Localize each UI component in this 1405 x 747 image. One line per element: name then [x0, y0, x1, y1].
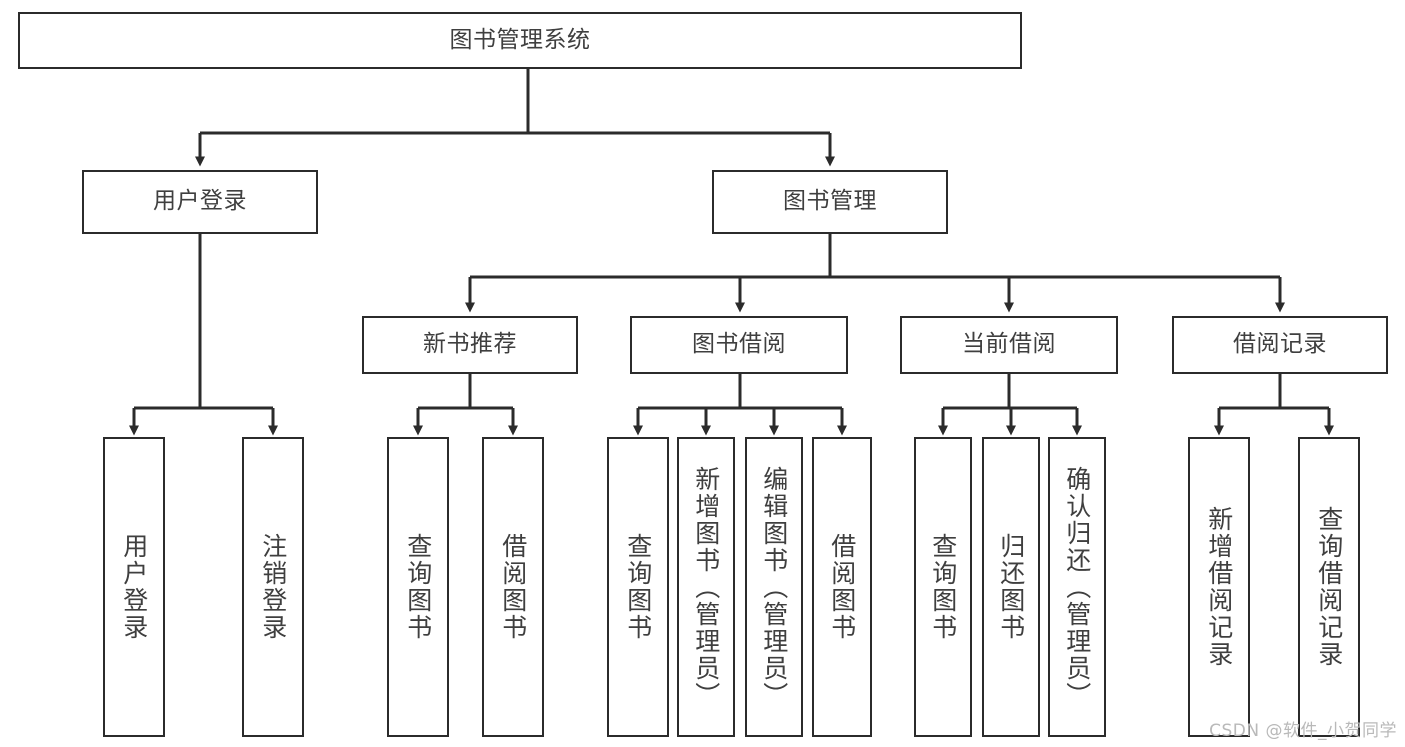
- node-book-borrow[interactable]: 图书借阅: [630, 316, 848, 374]
- node-borrow-record-label: 借阅记录: [1233, 331, 1327, 358]
- node-leaf-user-login[interactable]: 用户登录: [103, 437, 165, 737]
- node-leaf-edit-book-label: 编辑图书（管理员）: [759, 465, 789, 709]
- node-leaf-query-book-3[interactable]: 查询图书: [914, 437, 972, 737]
- node-book-management[interactable]: 图书管理: [712, 170, 948, 234]
- node-book-borrow-label: 图书借阅: [692, 331, 786, 358]
- node-leaf-return-book-label: 归还图书: [996, 533, 1026, 641]
- node-new-book-recommend-label: 新书推荐: [423, 331, 517, 358]
- node-leaf-query-book-2[interactable]: 查询图书: [607, 437, 669, 737]
- node-leaf-logout-label: 注销登录: [258, 533, 288, 641]
- node-leaf-borrow-book-2-label: 借阅图书: [827, 533, 857, 641]
- node-leaf-query-record[interactable]: 查询借阅记录: [1298, 437, 1360, 737]
- node-new-book-recommend[interactable]: 新书推荐: [362, 316, 578, 374]
- node-book-management-label: 图书管理: [783, 188, 877, 215]
- node-leaf-query-book-3-label: 查询图书: [928, 533, 958, 641]
- node-leaf-add-book[interactable]: 新增图书（管理员）: [677, 437, 735, 737]
- node-leaf-edit-book[interactable]: 编辑图书（管理员）: [745, 437, 803, 737]
- node-leaf-confirm-return[interactable]: 确认归还（管理员）: [1048, 437, 1106, 737]
- node-leaf-confirm-return-label: 确认归还（管理员）: [1062, 465, 1092, 709]
- node-leaf-user-login-label: 用户登录: [119, 533, 149, 641]
- node-borrow-record[interactable]: 借阅记录: [1172, 316, 1388, 374]
- node-leaf-borrow-book-2[interactable]: 借阅图书: [812, 437, 872, 737]
- node-leaf-add-book-label: 新增图书（管理员）: [691, 465, 721, 709]
- node-user-login-label: 用户登录: [153, 188, 247, 215]
- node-leaf-add-record-label: 新增借阅记录: [1204, 506, 1234, 668]
- node-root-label: 图书管理系统: [449, 26, 591, 53]
- node-current-borrow-label: 当前借阅: [962, 331, 1056, 358]
- node-leaf-query-book-2-label: 查询图书: [623, 533, 653, 641]
- node-leaf-query-record-label: 查询借阅记录: [1314, 506, 1344, 668]
- node-current-borrow[interactable]: 当前借阅: [900, 316, 1118, 374]
- node-user-login[interactable]: 用户登录: [82, 170, 318, 234]
- node-leaf-query-book-1[interactable]: 查询图书: [387, 437, 449, 737]
- node-leaf-borrow-book-1-label: 借阅图书: [498, 533, 528, 641]
- node-leaf-return-book[interactable]: 归还图书: [982, 437, 1040, 737]
- node-leaf-borrow-book-1[interactable]: 借阅图书: [482, 437, 544, 737]
- node-leaf-logout[interactable]: 注销登录: [242, 437, 304, 737]
- node-leaf-query-book-1-label: 查询图书: [403, 533, 433, 641]
- node-leaf-add-record[interactable]: 新增借阅记录: [1188, 437, 1250, 737]
- node-root[interactable]: 图书管理系统: [18, 12, 1022, 69]
- csdn-watermark: CSDN @软件_小贺同学: [1209, 721, 1397, 741]
